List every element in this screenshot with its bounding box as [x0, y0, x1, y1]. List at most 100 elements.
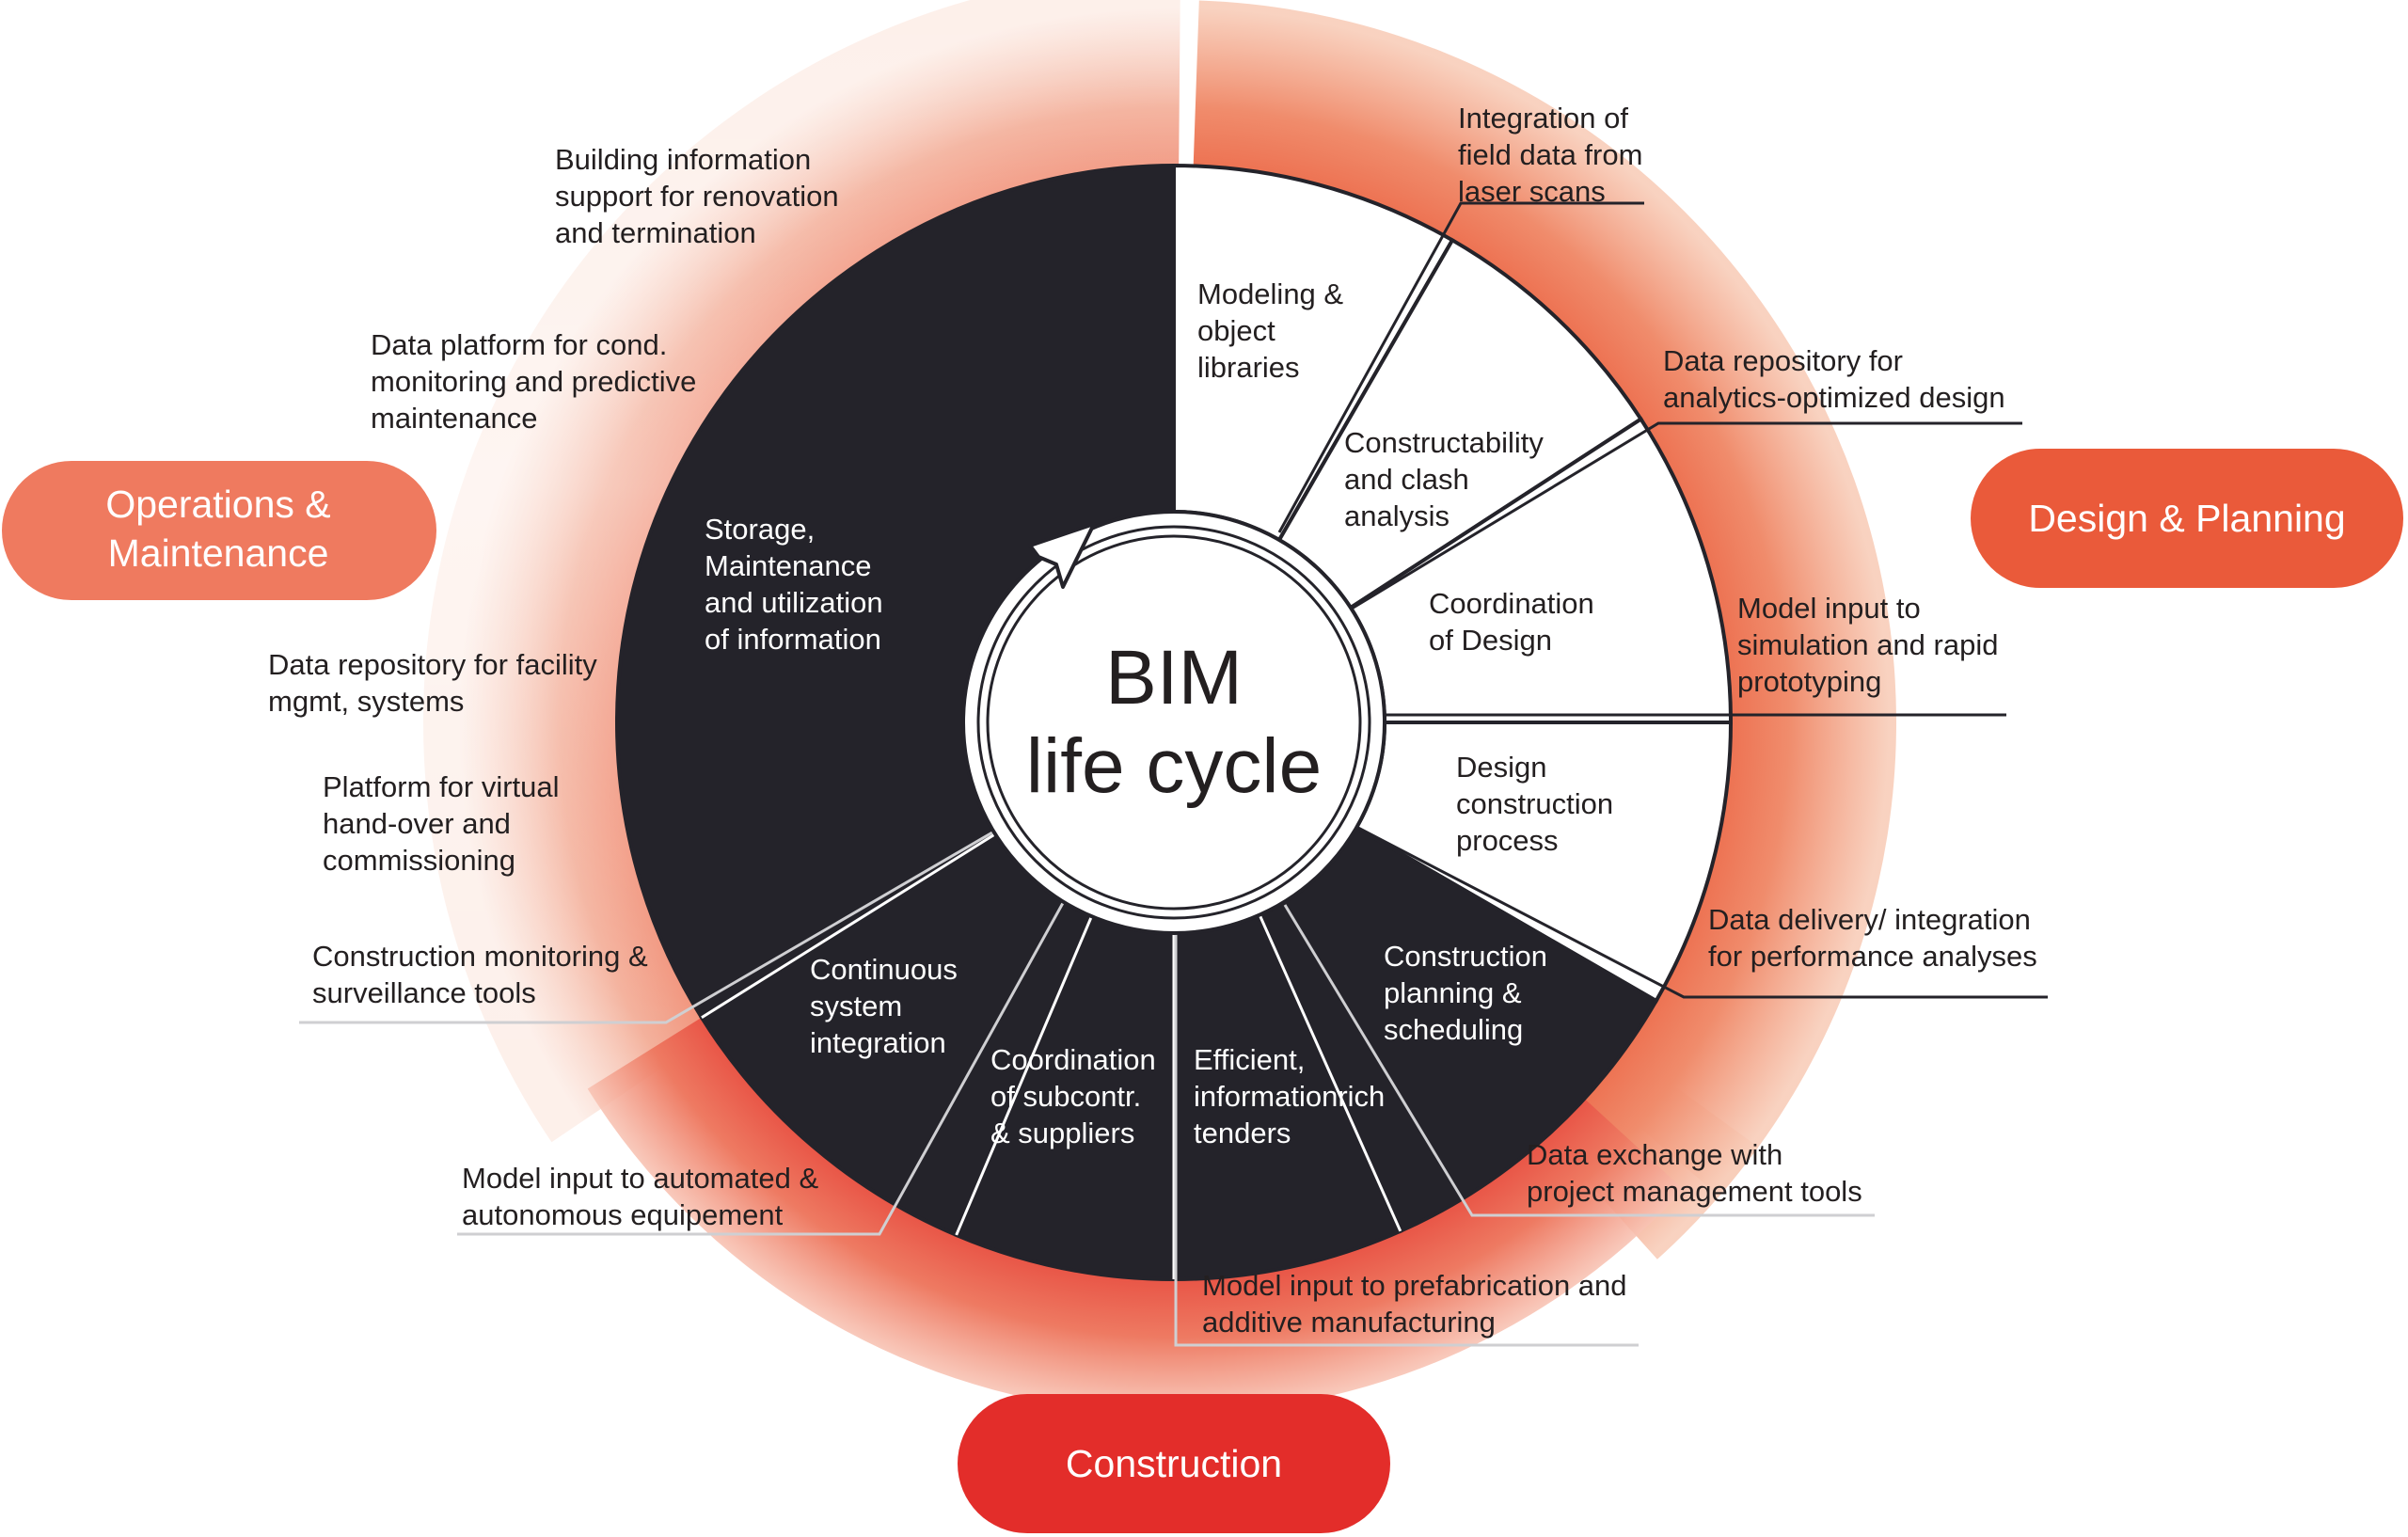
- svg-text:Data platform for cond.: Data platform for cond.: [371, 328, 667, 361]
- segment-coordination-design: Coordination of Design: [1429, 587, 1594, 657]
- segment-subcontractors: Coordination of subcontr. & suppliers: [990, 1043, 1156, 1149]
- svg-text:Platform for virtual: Platform for virtual: [323, 770, 560, 803]
- segment-design-construction: Design construction process: [1456, 751, 1613, 857]
- label-surveillance: Construction monitoring & surveillance t…: [312, 940, 648, 1009]
- operations-band-fade: [423, 0, 1180, 1143]
- leader-line: [1277, 201, 1644, 533]
- design-band: [1192, 0, 1897, 1196]
- svg-text:libraries: libraries: [1197, 351, 1300, 384]
- phase-pill-operations: Operations & Maintenance: [2, 461, 436, 600]
- segment-construction-planning: Construction planning & scheduling: [1384, 940, 1547, 1046]
- svg-text:Model input to: Model input to: [1737, 592, 1921, 625]
- svg-text:laser scans: laser scans: [1458, 175, 1606, 208]
- leader-line: [457, 902, 1065, 1236]
- label-facility: Data repository for facility mgmt, syste…: [268, 648, 597, 718]
- svg-text:Storage,: Storage,: [705, 513, 815, 546]
- segment-modeling: Modeling & object libraries: [1197, 277, 1343, 384]
- svg-text:for performance analyses: for performance analyses: [1708, 940, 2037, 973]
- svg-text:Constructability: Constructability: [1344, 426, 1544, 459]
- cycle-arrow-icon: [1028, 522, 1096, 589]
- center-cycle-ring: [976, 525, 1371, 920]
- svg-text:Coordination: Coordination: [990, 1043, 1156, 1076]
- svg-text:Model input to automated &: Model input to automated &: [462, 1162, 818, 1195]
- segment-storage: Storage, Maintenance and utilization of …: [705, 513, 883, 656]
- svg-text:analysis: analysis: [1344, 499, 1450, 532]
- svg-text:object: object: [1197, 314, 1275, 347]
- svg-text:Data exchange with: Data exchange with: [1527, 1138, 1782, 1171]
- svg-text:system: system: [810, 990, 902, 1022]
- svg-text:Design & Planning: Design & Planning: [2028, 497, 2345, 540]
- bim-title: BIM: [1105, 635, 1243, 721]
- svg-text:Data repository for: Data repository for: [1663, 344, 1903, 377]
- svg-text:field data from: field data from: [1458, 138, 1642, 171]
- segment-constructability: Constructability and clash analysis: [1344, 426, 1544, 532]
- wheel-divider: [955, 915, 1093, 1236]
- svg-text:Design: Design: [1456, 751, 1547, 784]
- leader-line: [1174, 933, 1639, 1347]
- svg-text:Operations &: Operations &: [105, 483, 330, 526]
- svg-text:process: process: [1456, 824, 1559, 857]
- svg-text:tenders: tenders: [1194, 1117, 1291, 1149]
- svg-text:maintenance: maintenance: [371, 402, 538, 435]
- svg-text:monitoring and predictive: monitoring and predictive: [371, 365, 696, 398]
- phase-pill-design: Design & Planning: [1971, 449, 2403, 588]
- center-inner-ring: [986, 534, 1362, 911]
- wheel-divider: [701, 832, 996, 1019]
- svg-text:Efficient,: Efficient,: [1194, 1043, 1305, 1076]
- svg-text:project management tools: project management tools: [1527, 1175, 1862, 1208]
- svg-text:Construction: Construction: [1066, 1442, 1282, 1485]
- svg-text:and termination: and termination: [555, 216, 756, 249]
- svg-text:autonomous equipement: autonomous equipement: [462, 1198, 784, 1231]
- label-analytics-design: Data repository for analytics-optimized …: [1663, 344, 2005, 414]
- svg-text:Integration of: Integration of: [1458, 102, 1628, 135]
- svg-text:additive manufacturing: additive manufacturing: [1202, 1306, 1496, 1339]
- label-autonomous: Model input to automated & autonomous eq…: [462, 1162, 818, 1231]
- leader-line: [299, 831, 993, 1024]
- leader-line: [1283, 904, 1875, 1217]
- svg-text:Model input to prefabrication: Model input to prefabrication and: [1202, 1269, 1627, 1302]
- leader-line: [1354, 824, 2048, 999]
- svg-text:& suppliers: & suppliers: [990, 1117, 1134, 1149]
- svg-text:Construction: Construction: [1384, 940, 1547, 973]
- svg-text:analytics-optimized design: analytics-optimized design: [1663, 381, 2005, 414]
- svg-text:of information: of information: [705, 623, 881, 656]
- svg-text:commissioning: commissioning: [323, 844, 515, 877]
- svg-text:informationrich: informationrich: [1194, 1080, 1385, 1113]
- svg-text:Continuous: Continuous: [810, 953, 958, 986]
- label-laser-scans: Integration of field data from laser sca…: [1458, 102, 1642, 208]
- label-performance: Data delivery/ integration for performan…: [1708, 903, 2037, 973]
- label-predictive: Data platform for cond. monitoring and p…: [371, 328, 696, 435]
- segment-tenders: Efficient, informationrich tenders: [1194, 1043, 1385, 1149]
- life-cycle-title: life cycle: [1026, 723, 1322, 809]
- label-handover: Platform for virtual hand-over and commi…: [323, 770, 560, 877]
- svg-text:mgmt, systems: mgmt, systems: [268, 685, 464, 718]
- svg-text:Data delivery/ integration: Data delivery/ integration: [1708, 903, 2031, 936]
- svg-text:Data repository for facility: Data repository for facility: [268, 648, 597, 681]
- svg-text:simulation and rapid: simulation and rapid: [1737, 628, 1998, 661]
- svg-text:integration: integration: [810, 1026, 946, 1059]
- svg-text:and utilization: and utilization: [705, 586, 883, 619]
- svg-text:of Design: of Design: [1429, 624, 1552, 657]
- svg-text:of subcontr.: of subcontr.: [990, 1080, 1141, 1113]
- label-project-mgmt: Data exchange with project management to…: [1527, 1138, 1862, 1208]
- label-prefabrication: Model input to prefabrication and additi…: [1202, 1269, 1627, 1339]
- svg-text:and clash: and clash: [1344, 463, 1469, 496]
- svg-text:Maintenance: Maintenance: [108, 531, 329, 575]
- svg-text:Maintenance: Maintenance: [705, 549, 872, 582]
- svg-text:Coordination: Coordination: [1429, 587, 1594, 620]
- svg-text:Construction monitoring &: Construction monitoring &: [312, 940, 648, 973]
- leader-lines: [299, 201, 2048, 1347]
- label-renovation: Building information support for renovat…: [555, 143, 839, 249]
- svg-text:hand-over and: hand-over and: [323, 807, 511, 840]
- phase-pill-construction: Construction: [958, 1394, 1390, 1533]
- svg-text:support for renovation: support for renovation: [555, 180, 839, 213]
- segment-continuous: Continuous system integration: [810, 953, 958, 1059]
- wheel-divider: [1258, 914, 1402, 1232]
- leader-line: [1346, 421, 2022, 613]
- construction-band: [587, 1001, 1684, 1414]
- svg-text:construction: construction: [1456, 787, 1613, 820]
- svg-text:surveillance tools: surveillance tools: [312, 976, 536, 1009]
- phase-bands: [423, 0, 1897, 1414]
- svg-text:Building information: Building information: [555, 143, 811, 176]
